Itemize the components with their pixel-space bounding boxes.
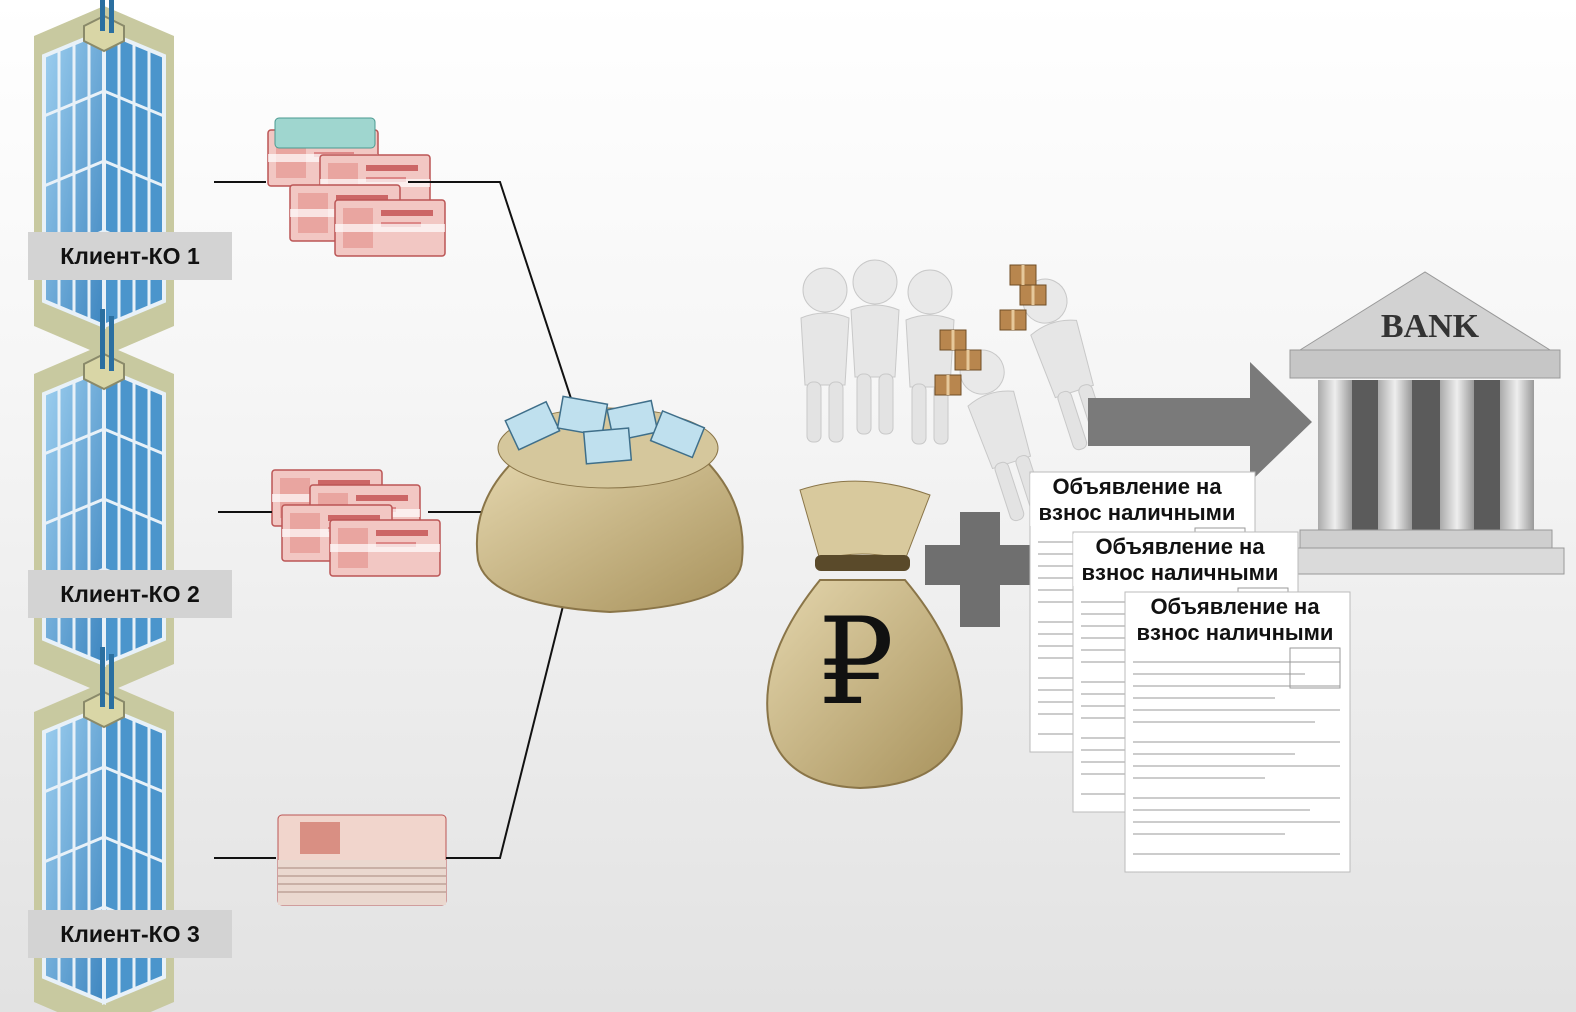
ruble-symbol: ₽ [817,593,895,732]
document-title-1: Объявление на взнос наличными [1030,474,1244,526]
building-icon [32,0,176,358]
bank-sign: BANK [1380,308,1480,345]
connector-lines [214,181,586,859]
document-title-line-1: Объявление на [1095,534,1265,559]
banknotes-icon [277,814,447,906]
building-icon [32,307,176,696]
document-title-line-1: Объявление на [1150,594,1320,619]
client-label-1: Клиент-КО 1 [28,232,232,280]
banknotes-icon [267,117,446,257]
ruble-bag-icon [766,480,963,790]
document-title-line-1: Объявление на [1052,474,1222,499]
arrow-right-icon [1088,362,1312,482]
client-building-1 [32,0,176,358]
document-title-line-2: взнос наличными [1136,620,1334,645]
banknotes-icon [271,469,441,577]
document-title-2: Объявление на взнос наличными [1073,534,1287,586]
client-label-3: Клиент-КО 3 [28,910,232,958]
client-building-2 [32,307,176,696]
document-title-3: Объявление на взнос наличными [1127,594,1343,646]
client-label-2: Клиент-КО 2 [28,570,232,618]
money-sack-icon [475,395,744,614]
document-title-line-2: взнос наличными [1038,500,1236,525]
document-title-line-2: взнос наличными [1081,560,1279,585]
bank-building-icon [1287,271,1565,575]
plus-icon [925,512,1035,627]
